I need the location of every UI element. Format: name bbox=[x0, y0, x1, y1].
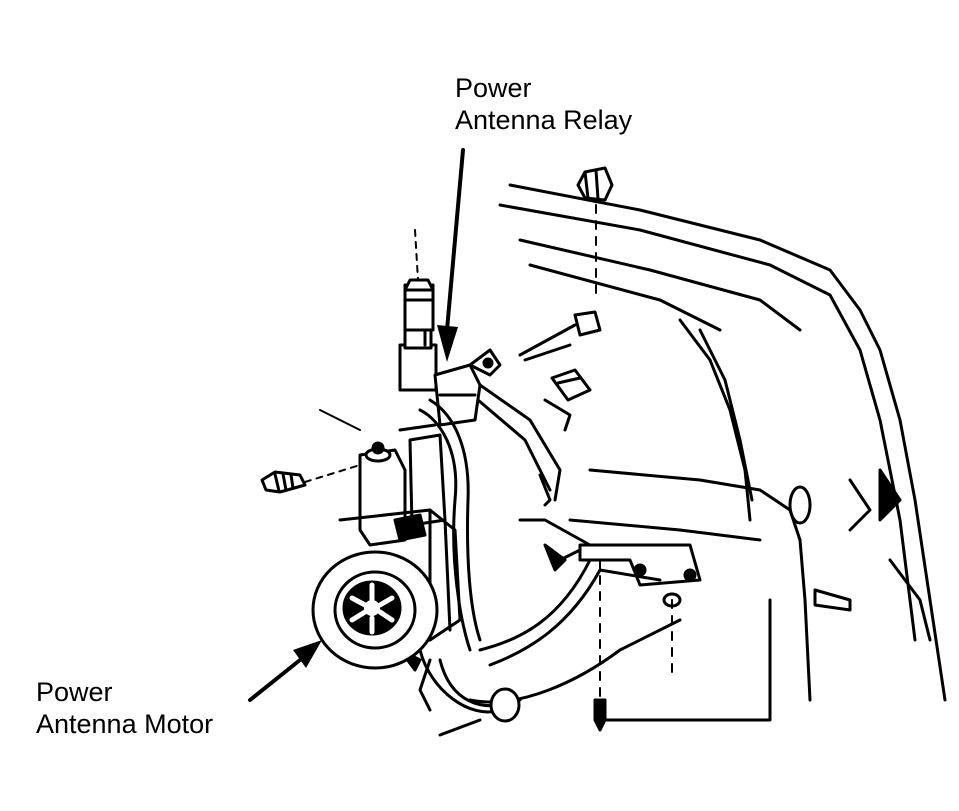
relay-leader-arrow bbox=[437, 148, 465, 362]
motor-label-line1: Power bbox=[36, 677, 113, 707]
body-edges bbox=[418, 598, 772, 722]
top-nut bbox=[576, 166, 614, 301]
vehicle-body-panel bbox=[498, 183, 947, 702]
motor-drum bbox=[311, 550, 439, 670]
motor-leader-arrow bbox=[248, 640, 322, 702]
relay-label: Power Antenna Relay bbox=[455, 72, 632, 136]
relay-label-line1: Power bbox=[455, 73, 532, 103]
motor-label-line2: Antenna Motor bbox=[36, 709, 214, 739]
motor-housing bbox=[338, 423, 462, 672]
relay-assembly bbox=[433, 348, 562, 502]
bottom-screw bbox=[593, 559, 607, 732]
relay-label-line2: Antenna Relay bbox=[455, 105, 633, 135]
cables bbox=[418, 398, 682, 737]
antenna-mast bbox=[398, 229, 438, 392]
side-screw bbox=[260, 409, 361, 494]
connectors bbox=[518, 310, 602, 507]
motor-label: Power Antenna Motor bbox=[36, 676, 213, 740]
lower-bracket bbox=[578, 543, 702, 681]
